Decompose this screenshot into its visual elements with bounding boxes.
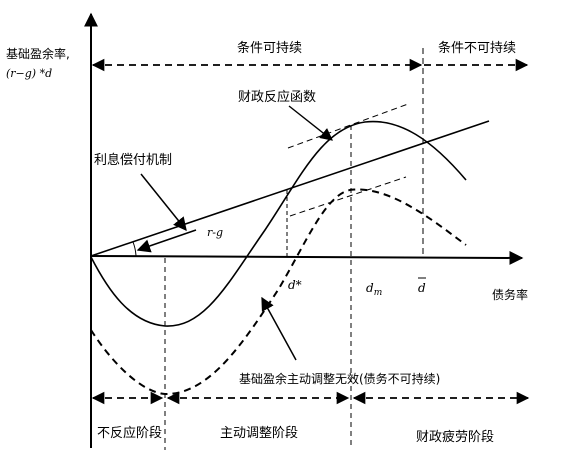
phase-label-fiscal-fatigue: 财政疲劳阶段	[416, 429, 494, 445]
region-label-sustainable: 条件可持续	[237, 40, 302, 56]
tick-dm: dm	[366, 281, 382, 298]
tick-d-star: d*	[288, 278, 302, 292]
adjustment-ineffective-pointer	[261, 296, 297, 361]
shifted-reaction-curve	[90, 188, 467, 396]
interest-payment-line	[90, 120, 490, 257]
phase-label-active-adjustment: 主动调整阶段	[220, 426, 298, 441]
tick-d-bar: d	[418, 281, 426, 295]
fiscal-reaction-pointer	[288, 105, 333, 141]
y-axis-label-line2: (r−g) *d	[6, 67, 52, 80]
phase-label-no-response: 不反应阶段	[97, 425, 162, 441]
adjustment-ineffective-label: 基础盈余主动调整无效(债务不可持续)	[239, 371, 440, 386]
interest-mechanism-pointer	[140, 173, 187, 232]
tick-dm-subscript: m	[374, 288, 383, 298]
x-axis	[90, 250, 524, 265]
r-minus-g-label: r-g	[207, 226, 223, 239]
fiscal-reaction-label: 财政反应函数	[238, 89, 316, 105]
r-minus-g-pointer	[136, 229, 197, 253]
region-label-unsustainable: 条件不可持续	[438, 40, 516, 56]
y-axis-label-line1: 基础盈余率,	[6, 46, 70, 61]
tangent-line-upper	[287, 103, 409, 149]
x-axis-label: 债务率	[492, 287, 528, 302]
fiscal-reaction-curve	[90, 120, 467, 327]
tangent-line-lower	[289, 176, 407, 217]
interest-mechanism-label: 利息偿付机制	[94, 152, 172, 168]
angle-arc	[132, 241, 137, 257]
